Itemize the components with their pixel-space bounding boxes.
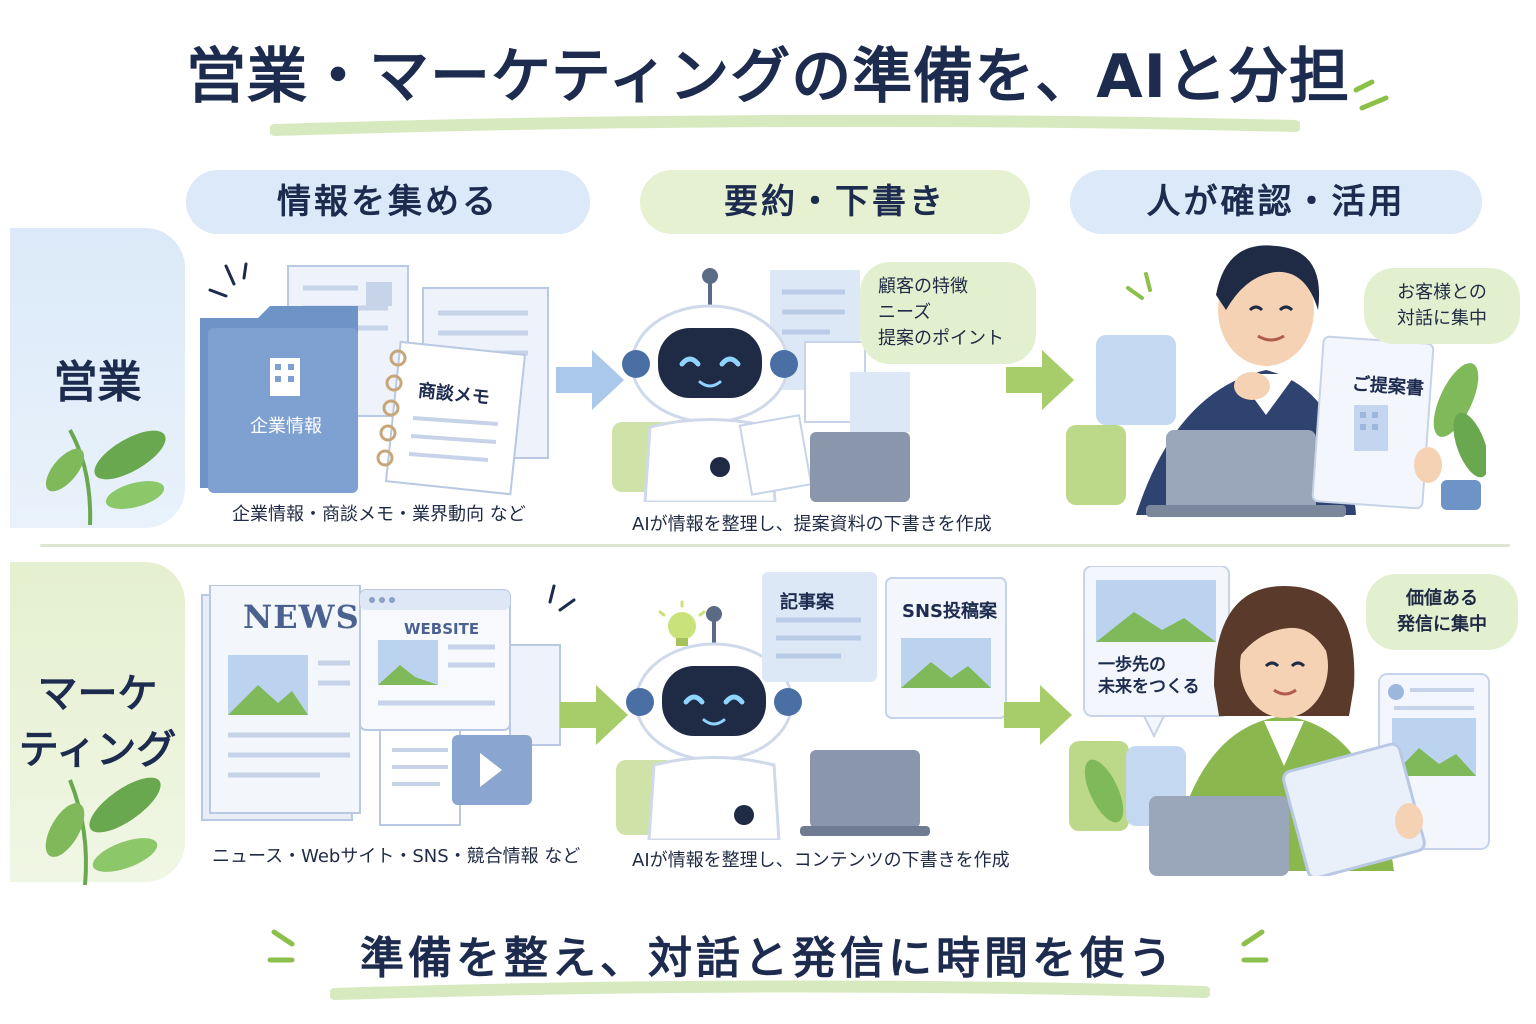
building-icon <box>270 358 300 396</box>
sparkle-icon <box>548 584 576 612</box>
sparkle-icon <box>1126 272 1152 300</box>
column-header-collect: 情報を集める <box>186 170 590 234</box>
sales-ai-bubble: 顧客の特徴 ニーズ 提案のポイント <box>860 262 1036 364</box>
column-header-review: 人が確認・活用 <box>1070 170 1482 234</box>
sales-human-bubble: お客様との 対話に集中 <box>1364 268 1520 344</box>
arrow-right-icon <box>1006 350 1074 410</box>
marketing-sources-illustration <box>201 585 561 826</box>
marketer-illustration <box>1069 566 1490 876</box>
lightbulb-icon <box>658 600 706 646</box>
row-label-marketing-line2: ティング <box>18 727 177 773</box>
arrow-right-icon <box>560 685 628 745</box>
sales-collect-caption: 企業情報・商談メモ・業界動向 など <box>232 504 526 525</box>
marketing-collect-caption: ニュース・Webサイト・SNS・競合情報 など <box>212 846 581 867</box>
robot-icon <box>612 268 910 502</box>
marketing-ai-caption: AIが情報を整理し、コンテンツの下書きを作成 <box>632 850 1010 871</box>
bubble-line: 価値ある <box>1406 588 1478 609</box>
row-label-sales-text: 営業 <box>53 357 142 408</box>
article-label: 記事案 <box>780 592 834 613</box>
bubble-line: 対話に集中 <box>1397 308 1487 329</box>
building-icon <box>1354 405 1388 451</box>
bubble-line: 発信に集中 <box>1397 614 1487 635</box>
draft-documents-illustration <box>762 572 1007 719</box>
bubble-line: 提案のポイント <box>878 328 1004 349</box>
sales-documents-illustration <box>200 265 549 496</box>
footer-message: 準備を整え、対話と発信に時間を使う <box>360 933 1176 984</box>
row-label-marketing-text: マーケ ティング <box>19 666 177 778</box>
website-label: WEBSITE <box>404 620 480 638</box>
row-divider <box>40 544 1510 547</box>
marketing-future-bubble: 一歩先の 未来をつくる <box>1098 654 1200 698</box>
sparkle-icon <box>1353 79 1389 111</box>
sns-label: SNS投稿案 <box>902 601 997 622</box>
title-underline <box>270 114 1300 136</box>
folder-label: 企業情報 <box>250 416 322 437</box>
footer-underline <box>330 980 1210 1000</box>
sparkle-icon <box>1241 929 1269 963</box>
salesperson-illustration <box>1066 245 1486 517</box>
column-header-summarize: 要約・下書き <box>640 170 1030 234</box>
leaf-icon <box>45 429 166 526</box>
leaf-icon <box>45 777 161 886</box>
sparkle-icon <box>267 929 295 963</box>
laptop-icon <box>800 750 930 836</box>
bubble-line: お客様との <box>1397 282 1487 303</box>
sales-ai-caption: AIが情報を整理し、提案資料の下書きを作成 <box>632 514 992 535</box>
arrow-right-icon <box>1004 685 1072 745</box>
row-label-marketing-line1: マーケ <box>37 671 158 717</box>
bubble-line: 未来をつくる <box>1098 677 1200 697</box>
marketing-human-bubble: 価値ある 発信に集中 <box>1366 574 1518 650</box>
bubble-line: 一歩先の <box>1098 655 1166 675</box>
row-label-marketing: マーケ ティング <box>10 562 185 882</box>
robot-icon <box>616 606 802 840</box>
row-label-sales: 営業 <box>10 228 185 528</box>
sparkle-icon <box>208 262 248 298</box>
play-icon <box>480 753 502 787</box>
bubble-line: 顧客の特徴 <box>878 276 968 297</box>
page-title: 営業・マーケティングの準備を、AIと分担 <box>186 42 1350 112</box>
news-label: NEWS <box>243 598 360 636</box>
proposal-label: ご提案書 <box>1351 373 1425 400</box>
arrow-right-icon <box>556 350 624 410</box>
bubble-line: ニーズ <box>878 302 932 323</box>
